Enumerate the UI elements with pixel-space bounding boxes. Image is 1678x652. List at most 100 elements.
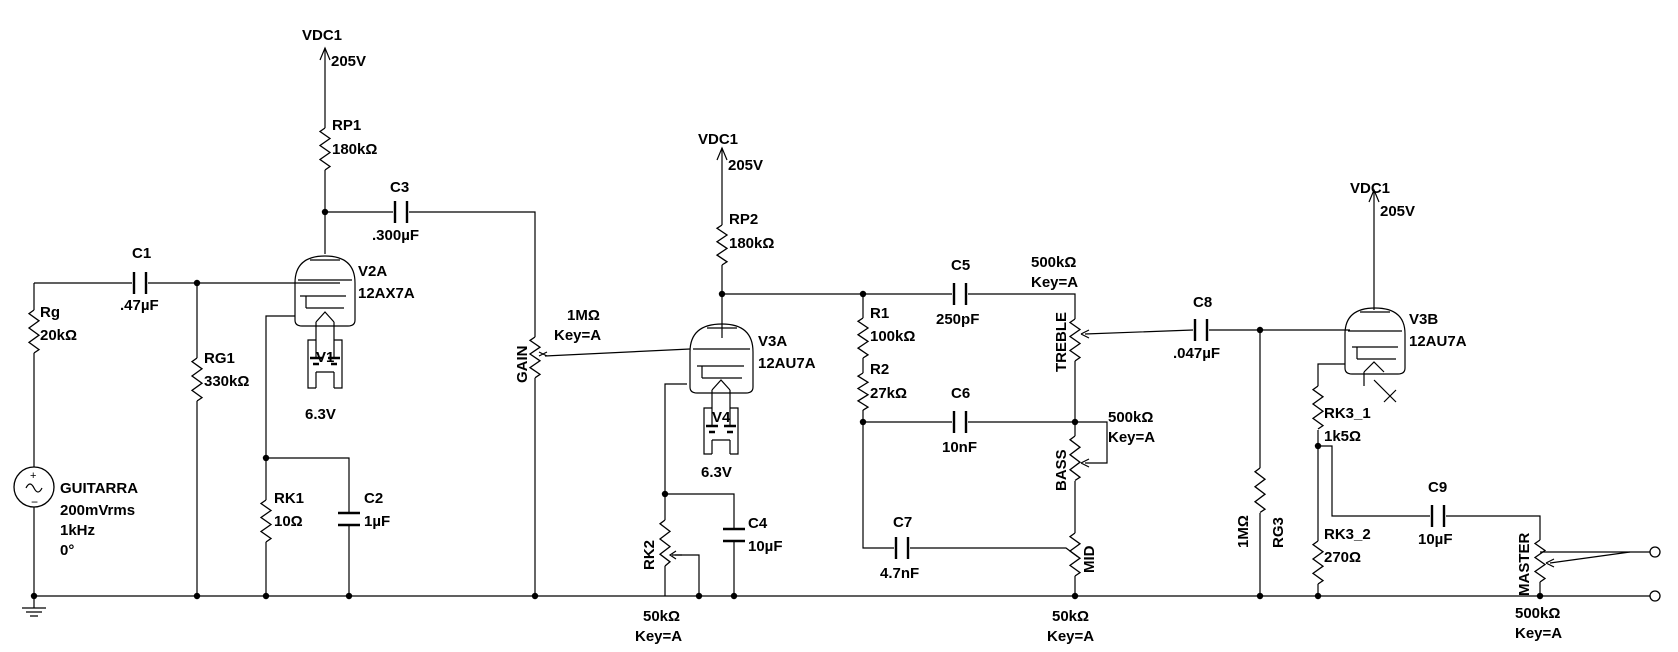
resistor-ref: RK1	[274, 490, 304, 507]
capacitor-ref: C7	[893, 514, 912, 531]
vdc-arrow-icon	[319, 46, 331, 61]
capacitor-value: 1µF	[364, 513, 390, 530]
capacitor-icon	[393, 201, 409, 223]
pot-name: MID	[1081, 545, 1098, 573]
resistor-value: 100kΩ	[870, 328, 915, 345]
resistor-ref: R2	[870, 361, 889, 378]
source-amplitude: 200mVrms	[60, 502, 135, 519]
resistor-value: 330kΩ	[204, 373, 249, 390]
vdc-arrow-icon	[716, 146, 728, 161]
capacitor-ref: C1	[132, 245, 151, 262]
tube-type: 12AU7A	[1409, 333, 1467, 350]
pot-value: 500kΩ	[1031, 254, 1076, 271]
tube-type: 12AU7A	[758, 355, 816, 372]
tube-ref: V3A	[758, 333, 787, 350]
resistor-icon	[1253, 467, 1267, 514]
pot-name: MASTER	[1516, 533, 1533, 597]
heater-value: 6.3V	[305, 406, 336, 423]
resistor-icon	[856, 317, 870, 359]
tube-ref: V2A	[358, 263, 387, 280]
capacitor-icon	[894, 537, 910, 559]
power-value: 205V	[728, 157, 763, 174]
resistor-icon	[715, 224, 729, 266]
resistor-icon	[318, 127, 332, 171]
pot-key: Key=A	[1031, 274, 1078, 291]
battery-icon	[307, 339, 343, 389]
resistor-icon	[259, 499, 273, 543]
potentiometer-icon[interactable]	[1068, 532, 1082, 577]
resistor-ref: RG3	[1270, 517, 1287, 548]
tube-ref: V3B	[1409, 311, 1438, 328]
ac-source-icon: + −	[13, 466, 55, 509]
resistor-value: 1k5Ω	[1324, 428, 1361, 445]
pot-value: 500kΩ	[1515, 605, 1560, 622]
pot-key: Key=A	[554, 327, 601, 344]
pot-name: BASS	[1053, 449, 1070, 491]
capacitor-value: 10nF	[942, 439, 977, 456]
resistor-value: 20kΩ	[40, 327, 77, 344]
pot-key: Key=A	[1108, 429, 1155, 446]
capacitor-ref: C3	[390, 179, 409, 196]
vacuum-tube-icon	[689, 323, 754, 408]
resistor-value: 1MΩ	[1235, 515, 1252, 548]
capacitor-icon	[952, 283, 968, 305]
heater-ref: V4	[712, 409, 731, 426]
capacitor-value: 10µF	[748, 538, 783, 555]
ground-icon	[22, 596, 46, 617]
resistor-value: 180kΩ	[332, 141, 377, 158]
heater-value: 6.3V	[701, 464, 732, 481]
pot-value: 50kΩ	[643, 608, 680, 625]
capacitor-ref: C5	[951, 257, 970, 274]
potentiometer-icon[interactable]	[528, 336, 548, 379]
vdc-arrow-icon	[1368, 188, 1380, 203]
output-terminal-signal[interactable]	[1649, 546, 1661, 558]
resistor-ref: RG1	[204, 350, 235, 367]
wires	[33, 60, 1650, 597]
capacitor-ref: C2	[364, 490, 383, 507]
battery-icon	[703, 407, 739, 455]
capacitor-ref: C4	[748, 515, 768, 532]
power-label: VDC1	[698, 131, 738, 148]
resistor-icon	[856, 372, 870, 411]
capacitor-value: .47µF	[120, 297, 159, 314]
resistor-ref: RP1	[332, 117, 361, 134]
pot-key: Key=A	[635, 628, 682, 645]
resistor-value: 10Ω	[274, 513, 303, 530]
svg-text:+: +	[30, 470, 36, 482]
capacitor-ref: C6	[951, 385, 970, 402]
junction-dots	[30, 208, 1544, 600]
resistor-icon	[27, 309, 41, 354]
potentiometer-icon[interactable]	[1068, 318, 1090, 362]
heater-ref: V1	[316, 349, 334, 366]
resistor-icon	[1311, 540, 1325, 585]
resistor-value: 180kΩ	[729, 235, 774, 252]
capacitor-icon	[338, 511, 360, 527]
capacitor-value: 4.7nF	[880, 565, 919, 582]
capacitor-value: .300µF	[372, 227, 419, 244]
pot-name: GAIN	[514, 346, 531, 384]
tube-type: 12AX7A	[358, 285, 415, 302]
capacitor-value: 10µF	[1418, 531, 1453, 548]
power-label: VDC1	[1350, 180, 1390, 197]
pot-key: Key=A	[1047, 628, 1094, 645]
vacuum-tube-icon	[294, 255, 356, 340]
potentiometer-icon[interactable]	[1068, 435, 1090, 482]
resistor-ref: RK3_2	[1324, 526, 1371, 543]
power-label: VDC1	[302, 27, 342, 44]
output-terminal-ground[interactable]	[1649, 590, 1661, 602]
capacitor-icon	[1193, 319, 1209, 341]
potentiometer-icon[interactable]	[658, 519, 682, 567]
pot-value: 50kΩ	[1052, 608, 1089, 625]
resistor-icon	[1311, 385, 1325, 430]
source-phase: 0°	[60, 542, 74, 559]
capacitor-icon	[1430, 505, 1446, 527]
resistor-value: 27kΩ	[870, 385, 907, 402]
capacitor-icon	[952, 411, 968, 433]
capacitor-value: 250pF	[936, 311, 979, 328]
potentiometer-icon[interactable]	[1533, 539, 1555, 583]
pot-name: RK2	[641, 540, 658, 570]
capacitor-icon	[132, 272, 148, 294]
power-value: 205V	[331, 53, 366, 70]
source-name: GUITARRA	[60, 480, 138, 497]
